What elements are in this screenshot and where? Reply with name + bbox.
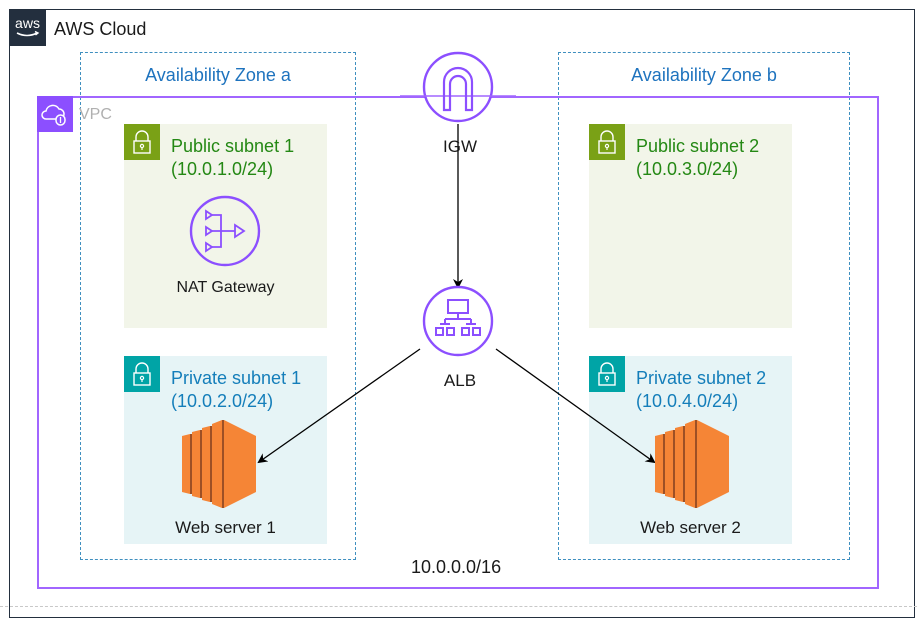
lock-icon [589, 356, 625, 392]
lock-icon [124, 124, 160, 160]
lock-icon [124, 356, 160, 392]
ec2-instance-icon[interactable] [655, 420, 729, 508]
svg-text:aws: aws [15, 15, 40, 31]
internet-gateway-icon[interactable] [400, 51, 516, 123]
nat-gateway-label: NAT Gateway [176, 279, 275, 296]
alb-label: ALB [443, 371, 477, 390]
public-subnet-1: Public subnet 1 (10.0.1.0/24) [124, 124, 327, 328]
ec2-instance-icon[interactable] [182, 420, 256, 508]
az-b-title: Availability Zone b [631, 65, 777, 85]
connector-alb-web1 [257, 348, 421, 464]
availability-zone-b: Availability Zone b [558, 52, 850, 560]
vpc-label: VPC [79, 106, 112, 123]
subnet-name: Public subnet 2 [636, 136, 760, 156]
availability-zone-a: Availability Zone a [80, 52, 356, 560]
az-a-title: Availability Zone a [145, 65, 291, 85]
connector-alb-web2 [495, 348, 656, 464]
aws-logo-icon: aws [9, 9, 46, 46]
subnet-cidr: (10.0.2.0/24) [171, 391, 274, 411]
aws-cloud-title: AWS Cloud [54, 19, 147, 39]
aws-cloud-group [9, 9, 915, 618]
vpc-cidr: 10.0.0.0/16 [411, 557, 502, 577]
vpc-cloud-lock-icon [37, 96, 73, 132]
igw-label: IGW [443, 137, 477, 156]
subnet-name: Public subnet 1 [171, 136, 295, 156]
web-server-1-label: Web server 1 [175, 518, 276, 537]
web-server-2-label: Web server 2 [640, 518, 741, 537]
public-subnet-2: Public subnet 2 (10.0.3.0/24) [589, 124, 792, 328]
subnet-cidr: (10.0.3.0/24) [636, 159, 739, 179]
load-balancer-icon[interactable] [422, 285, 494, 357]
page-divider [0, 606, 917, 607]
subnet-cidr: (10.0.4.0/24) [636, 391, 739, 411]
lock-icon [589, 124, 625, 160]
subnet-name: Private subnet 2 [636, 368, 767, 388]
subnet-cidr: (10.0.1.0/24) [171, 159, 274, 179]
subnet-name: Private subnet 1 [171, 368, 302, 388]
nat-gateway-icon[interactable] [189, 195, 261, 267]
